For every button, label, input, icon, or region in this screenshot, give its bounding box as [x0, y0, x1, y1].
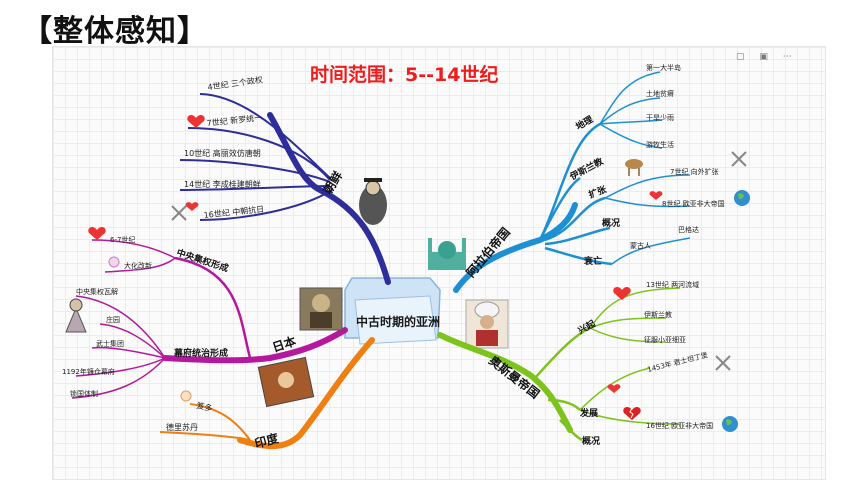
japan-sub2-item-1: 中央集权瓦解 [76, 287, 118, 296]
heart-icon [187, 114, 205, 128]
ottoman-rise-item-3: 征服小亚细亚 [644, 335, 686, 344]
korea-item-2: 7世纪 新罗统一 [206, 112, 262, 128]
center-label: 中古时期的亚洲 [356, 314, 440, 329]
arab-expand-item-1: 7世纪 向外扩张 [670, 167, 719, 176]
globe-icon [734, 190, 750, 206]
japan-sub-shogunate: 幕府统治形成 [173, 347, 228, 359]
ottoman-overview: 概况 [582, 435, 600, 447]
camel-icon [625, 159, 643, 176]
lightbulb-icon [180, 390, 192, 402]
ottoman-rise-item-2: 伊斯兰教 [644, 310, 672, 319]
arab-fall-item-1: 蒙古人 [630, 241, 651, 250]
india-item-2: 德里苏丹 [166, 422, 198, 432]
arab-geo-item-1: 第一大半岛 [646, 63, 681, 72]
arab-expand-item-2: 8世纪 欧亚非大帝国 [662, 199, 725, 208]
heart-icon [607, 384, 621, 393]
heart-icon [613, 286, 631, 300]
samurai-figure-icon [65, 298, 87, 333]
time-range-title: 时间范围：5--14世纪 [310, 64, 499, 86]
mosque-icon [428, 238, 466, 270]
arab-fall: 衰亡 [583, 255, 602, 267]
canvas-toolbar[interactable]: ▢ ▣ ⋯ [736, 52, 798, 62]
japan-sub2-item-4: 1192年镰仓幕府 [62, 367, 115, 376]
ottoman-rise: 兴起 [576, 317, 598, 337]
arab-geo-item-4: 游牧生活 [646, 140, 674, 149]
korea-item-3: 10世纪 高丽效仿唐朝 [184, 148, 261, 158]
sultan-portrait [465, 299, 509, 349]
heart-icon [649, 191, 663, 200]
warrior-photo [299, 287, 343, 331]
painting-photo [257, 356, 315, 408]
japan-sub1-item-1: 6-7世纪 [110, 235, 135, 244]
ottoman-rise-item-1: 13世纪 两河流域 [646, 280, 699, 289]
page-header: 【整体感知】 [22, 14, 208, 49]
broken-heart-icon [623, 406, 641, 420]
india-item-1: 笈多 [196, 400, 214, 413]
korea-item-1: 4世纪 三个政权 [207, 74, 263, 92]
japan-sub2-item-5: 锁国体制 [70, 389, 98, 398]
korea-figure-icon [359, 178, 387, 225]
branch-india: 印度 笈多 德里苏丹 [159, 337, 375, 451]
globe-icon [722, 416, 738, 432]
heart-icon [88, 226, 106, 240]
crossed-swords-icon [171, 202, 199, 221]
branch-japan: 日本 中央集权形成 6-7世纪 大化改新 幕府统治形成 中央集权瓦解 庄园 武士… [62, 226, 348, 399]
ottoman-develop-item-2: 16世纪 欧亚非大帝国 [646, 421, 713, 430]
lightbulb-icon [108, 256, 120, 268]
crossed-swords-icon [715, 355, 731, 371]
branch-arab: 阿拉伯帝国 地理 第一大半岛 土地贫瘠 干旱少雨 游牧生活 伊斯兰教 扩张 7世… [428, 63, 750, 349]
crossed-swords-icon [731, 151, 747, 167]
ottoman-develop-item-1: 1453年 君士坦丁堡 [646, 350, 708, 374]
arab-geo-item-2: 土地贫瘠 [646, 89, 674, 98]
arab-geo-item-3: 干旱少雨 [646, 114, 674, 122]
arab-overview: 概况 [602, 217, 620, 229]
japan-label: 日本 [270, 333, 297, 355]
india-label: 印度 [253, 430, 281, 451]
korea-item-4: 14世纪 李成桂建朝鲜 [184, 179, 261, 189]
japan-sub-centralization: 中央集权形成 [175, 246, 230, 274]
ottoman-develop: 发展 [579, 407, 598, 419]
japan-sub2-item-2: 庄园 [106, 315, 120, 324]
japan-sub2-item-3: 武士集团 [96, 339, 124, 348]
center-node[interactable]: 中古时期的亚洲 [344, 277, 441, 345]
japan-sub1-item-2: 大化改新 [124, 261, 152, 270]
arab-fall-item-2: 巴格达 [678, 225, 699, 234]
branch-korea: 朝鲜 4世纪 三个政权 7世纪 新罗统一 10世纪 高丽效仿唐朝 14世纪 李成… [171, 74, 391, 285]
